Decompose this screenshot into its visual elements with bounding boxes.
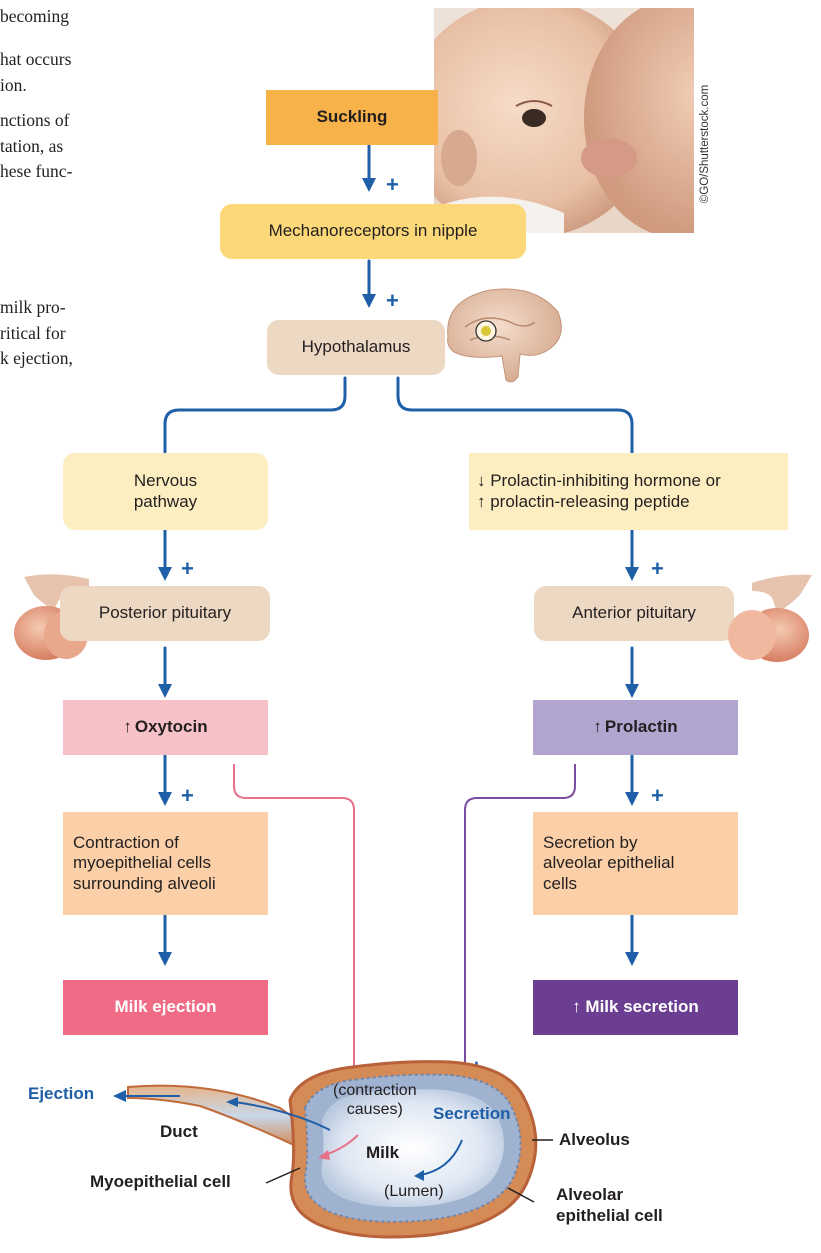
lumen-label: (Lumen) bbox=[384, 1183, 444, 1200]
prolactin-regulation-box: ↓ Prolactin-inhibiting hormone or ↑ prol… bbox=[469, 453, 788, 530]
secretion-label: Secretion bbox=[433, 1104, 511, 1123]
body-text-line: nctions of bbox=[0, 110, 70, 130]
myoepithelial-cell-label: Myoepithelial cell bbox=[90, 1172, 231, 1191]
hypothalamus-box: Hypothalamus bbox=[267, 320, 445, 375]
body-text-line: k ejection, bbox=[0, 348, 73, 368]
stimulatory-sign: + bbox=[386, 288, 399, 313]
body-text-line: milk pro- bbox=[0, 297, 66, 317]
milk-secretion-box: ↑ Milk secretion bbox=[533, 980, 738, 1035]
body-text-line: hat occurs bbox=[0, 49, 72, 69]
ejection-label: Ejection bbox=[28, 1084, 95, 1103]
prolactin-box: ↑Prolactin bbox=[533, 700, 738, 755]
contraction-causes-label: (contraction causes) bbox=[333, 1082, 417, 1119]
oxytocin-box: ↑Oxytocin bbox=[63, 700, 268, 755]
body-text-line: tation, as bbox=[0, 136, 64, 156]
milk-ejection-box: Milk ejection bbox=[63, 980, 268, 1035]
stimulatory-sign: + bbox=[386, 172, 399, 197]
contraction-box: Contraction of myoepithelial cells surro… bbox=[63, 812, 268, 915]
duct-label: Duct bbox=[160, 1122, 198, 1141]
alveolus-label: Alveolus bbox=[559, 1130, 630, 1149]
mechanoreceptors-box: Mechanoreceptors in nipple bbox=[220, 204, 526, 259]
stimulatory-sign: + bbox=[181, 556, 194, 581]
milk-label: Milk bbox=[366, 1143, 400, 1162]
alveolar-epithelial-cell-label: Alveolar epithelial cell bbox=[556, 1185, 663, 1226]
stimulatory-sign: + bbox=[181, 783, 194, 808]
stimulatory-sign: + bbox=[651, 783, 664, 808]
suckling-box: Suckling bbox=[266, 90, 438, 145]
nervous-pathway-box: Nervous pathway bbox=[63, 453, 268, 530]
pituitary-gland-icon bbox=[712, 565, 817, 670]
body-text-line: hese func- bbox=[0, 161, 73, 181]
brain-icon bbox=[440, 282, 570, 387]
posterior-pituitary-box: Posterior pituitary bbox=[60, 586, 270, 641]
body-text-line: becoming bbox=[0, 6, 70, 26]
alveolus-illustration bbox=[0, 1040, 821, 1248]
secretion-box: Secretion by alveolar epithelial cells bbox=[533, 812, 738, 915]
anterior-pituitary-box: Anterior pituitary bbox=[534, 586, 734, 641]
stimulatory-sign: + bbox=[651, 556, 664, 581]
body-text-line: ion. bbox=[0, 75, 27, 95]
body-text-line: ritical for bbox=[0, 323, 66, 343]
